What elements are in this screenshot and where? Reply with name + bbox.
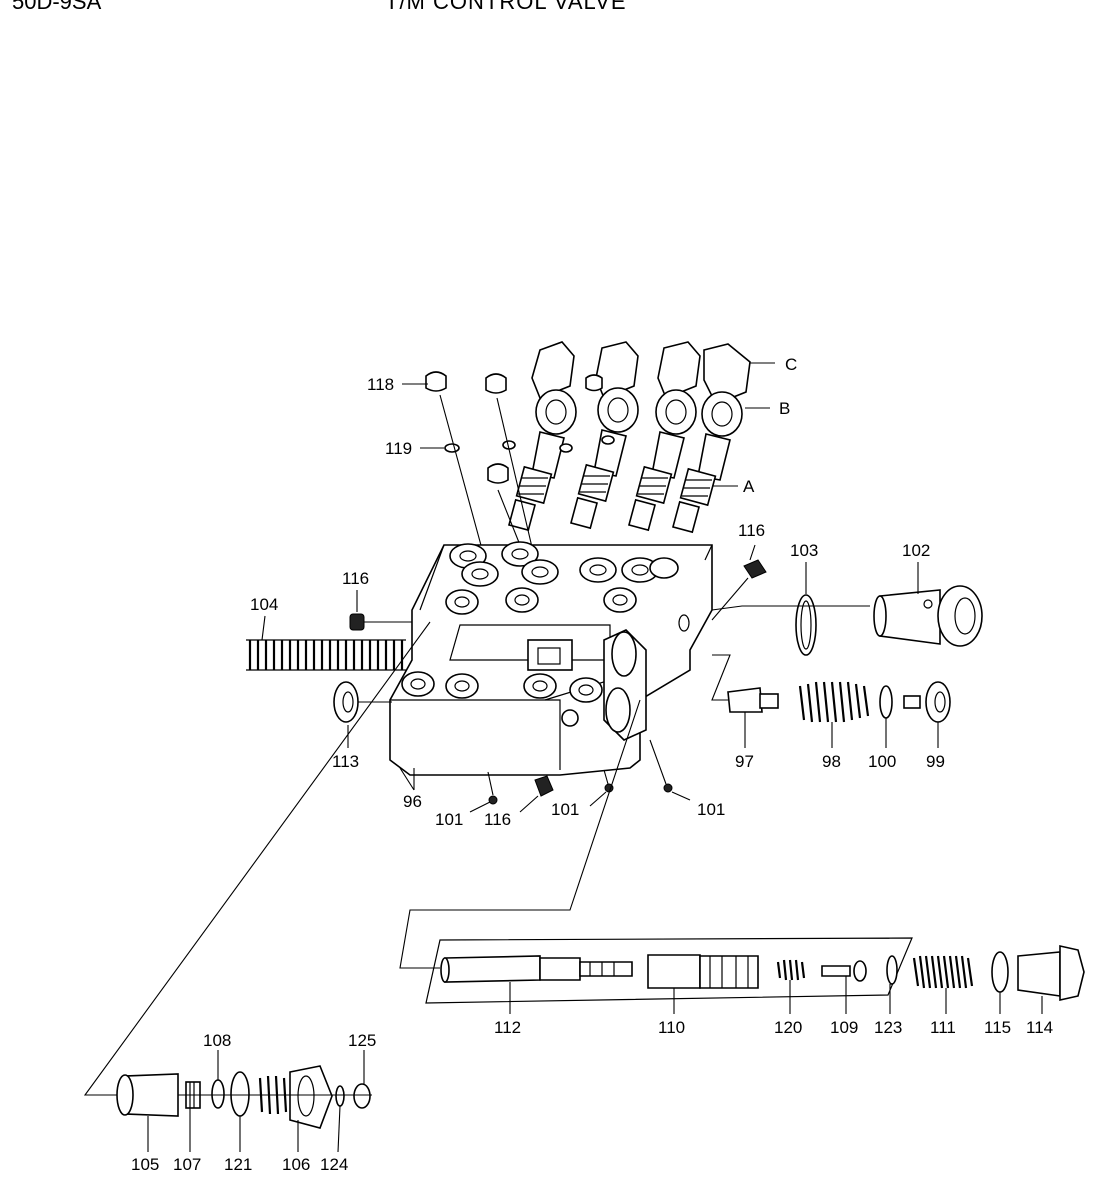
- callout-116-top: 116: [738, 521, 765, 540]
- callout-B: B: [779, 399, 790, 418]
- callout-104: 104: [250, 595, 278, 614]
- callout-107: 107: [173, 1155, 201, 1174]
- callout-106: 106: [282, 1155, 310, 1174]
- part-113: [333, 681, 392, 723]
- callout-120: 120: [774, 1018, 802, 1037]
- callout-97: 97: [735, 752, 754, 771]
- callout-109: 109: [830, 1018, 858, 1037]
- callout-102: 102: [902, 541, 930, 560]
- solenoid-valve-assembly: [507, 341, 751, 534]
- callout-96: 96: [403, 792, 422, 811]
- diagram-title: T/M CONTROL VALVE: [385, 0, 627, 14]
- callout-114: 114: [1026, 1018, 1053, 1037]
- callout-labels: 118 119 C B A 116 103 102 116 104 113 96…: [131, 355, 1053, 1174]
- callout-99: 99: [926, 752, 945, 771]
- callout-leaders: [147, 362, 1043, 1153]
- body-bosses: [401, 541, 679, 727]
- spring-98-group: [711, 654, 951, 723]
- callout-123: 123: [874, 1018, 902, 1037]
- callout-101-c: 101: [697, 800, 725, 819]
- callout-111: 111: [930, 1018, 956, 1037]
- callout-101-b: 101: [551, 800, 579, 819]
- part-103: [795, 594, 817, 656]
- callout-105: 105: [131, 1155, 159, 1174]
- callout-98: 98: [822, 752, 841, 771]
- lower-left-assembly: [116, 1065, 372, 1129]
- part-116-left: [349, 613, 412, 631]
- lower-right-assembly: [425, 937, 1085, 1004]
- part-102: [873, 585, 983, 647]
- callout-124: 124: [320, 1155, 348, 1174]
- callout-125: 125: [348, 1031, 376, 1050]
- callout-103: 103: [790, 541, 818, 560]
- callout-119: 119: [385, 439, 412, 458]
- callout-115: 115: [984, 1018, 1011, 1037]
- spring-104: [246, 639, 406, 671]
- part-116-bottom: [534, 775, 554, 797]
- callout-112: 112: [494, 1018, 521, 1037]
- callout-110: 110: [658, 1018, 685, 1037]
- callout-100: 100: [868, 752, 896, 771]
- callout-113: 113: [332, 752, 359, 771]
- callout-A: A: [743, 477, 755, 496]
- plugs-and-washers: [425, 371, 615, 561]
- callout-118: 118: [367, 375, 394, 394]
- model-code: 50D-9SA: [12, 0, 102, 14]
- part-116-top: [711, 559, 767, 621]
- callout-121: 121: [224, 1155, 252, 1174]
- callout-116-left: 116: [342, 569, 369, 588]
- callout-101-a: 101: [435, 810, 463, 829]
- valve-body: [389, 541, 713, 776]
- callout-C: C: [785, 355, 797, 374]
- callout-116-bottom: 116: [484, 810, 511, 829]
- callout-108: 108: [203, 1031, 231, 1050]
